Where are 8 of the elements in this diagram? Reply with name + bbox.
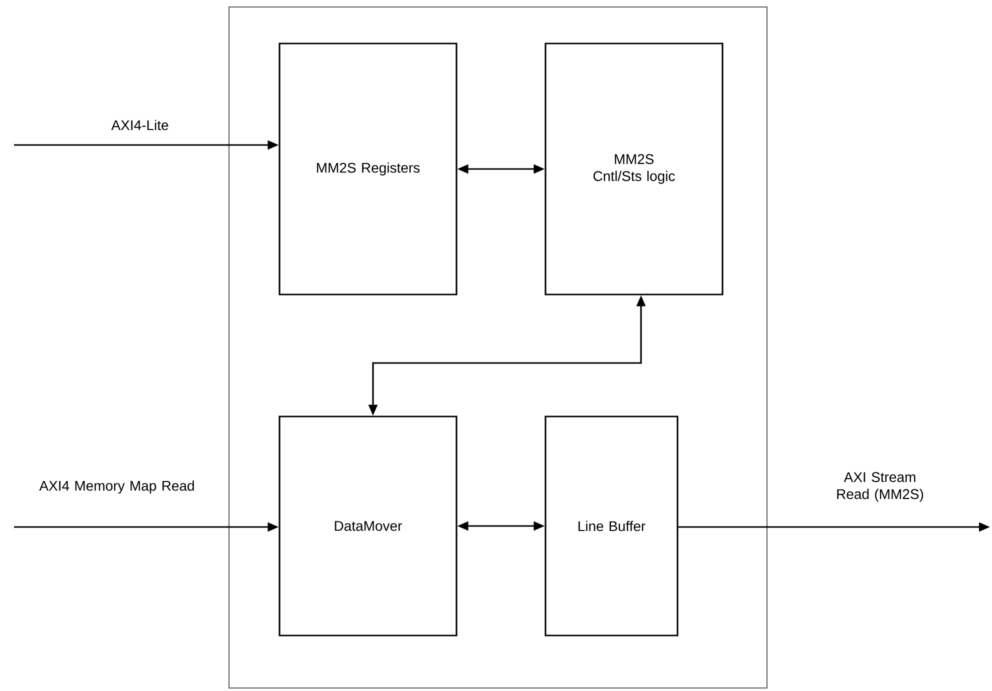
block: MM2S Registers [278, 42, 458, 296]
edge-label: AXI Stream Read (MM2S) [837, 472, 924, 502]
edge-label: AXI4 Memory Map Read [39, 480, 194, 494]
block: DataMover [278, 416, 458, 636]
block: Line Buffer [544, 416, 678, 636]
outer-block [228, 6, 768, 688]
edge-label: AXI4-Lite [111, 120, 168, 130]
block: MM2S Cntl/Sts logic [544, 42, 724, 296]
